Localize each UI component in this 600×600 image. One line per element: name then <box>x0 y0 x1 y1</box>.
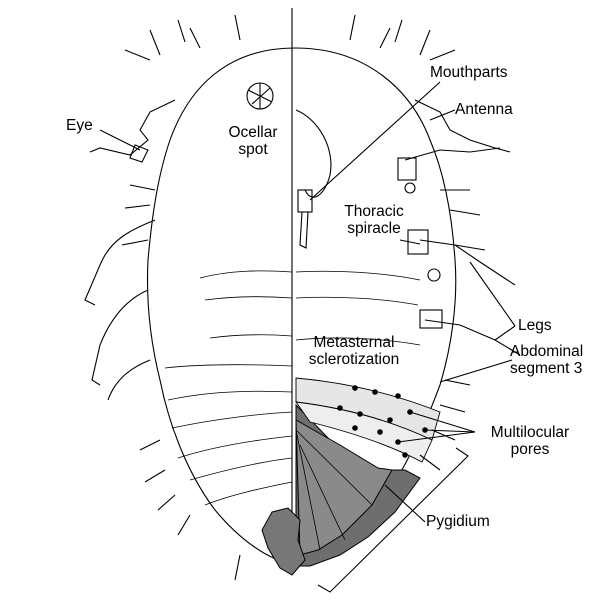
segment-lines-right <box>295 270 421 551</box>
mouthparts-leader <box>309 81 441 201</box>
leader-lines <box>99 81 516 593</box>
pygidium-bracket <box>317 447 469 593</box>
abdominal-label-line1: Abdominal <box>510 343 584 360</box>
left-appendages <box>84 14 241 581</box>
pygidium-anal-plate <box>261 507 306 576</box>
metasternal-label-line2: sclerotization <box>308 351 400 368</box>
thoracic-spiracle-label: Thoracic spiracle <box>330 203 418 237</box>
thoracic-spiracle-label-line2: spiracle <box>347 220 401 237</box>
antenna-label: Antenna <box>455 101 513 118</box>
eye-label: Eye <box>66 117 93 134</box>
metasternal-sclerotization-label: Metasternal sclerotization <box>296 334 412 368</box>
mouthparts-structure <box>295 109 332 249</box>
ocellar-spot-label-line1: Ocellar <box>228 124 278 141</box>
legs-label: Legs <box>518 317 552 334</box>
multilocular-leader-1 <box>397 431 476 443</box>
multilocular-label-line2: pores <box>510 441 550 458</box>
legs-leader-2 <box>494 325 516 341</box>
abdominal-label-line2: segment 3 <box>510 360 583 377</box>
eye-leader <box>99 129 141 151</box>
metasternal-label-line1: Metasternal <box>313 334 395 351</box>
pygidium-leader <box>384 484 426 523</box>
mouthparts-label: Mouthparts <box>430 64 508 81</box>
multilocular-leader-2 <box>409 411 476 433</box>
abdominal-segment-3-label: Abdominal segment 3 <box>510 343 583 377</box>
thoracic-spiracle-label-line1: Thoracic <box>344 203 404 220</box>
thoracic-spiracle-leader <box>399 239 421 245</box>
multilocular-leader-3 <box>424 429 476 433</box>
multilocular-pores-label: Multilocular pores <box>478 424 582 458</box>
ocellar-spot-drawing <box>246 82 274 110</box>
antenna-leader <box>429 109 456 121</box>
abdominal-segment-leader <box>439 359 513 383</box>
segment-lines-left <box>164 270 293 506</box>
pygidium-label: Pygidium <box>426 513 490 530</box>
ocellar-spot-label: Ocellar spot <box>218 124 288 158</box>
ocellar-spot-label-line2: spot <box>238 141 268 158</box>
right-appendages <box>349 14 521 471</box>
multilocular-label-line1: Multilocular <box>490 424 570 441</box>
legs-leader-1 <box>469 261 516 327</box>
